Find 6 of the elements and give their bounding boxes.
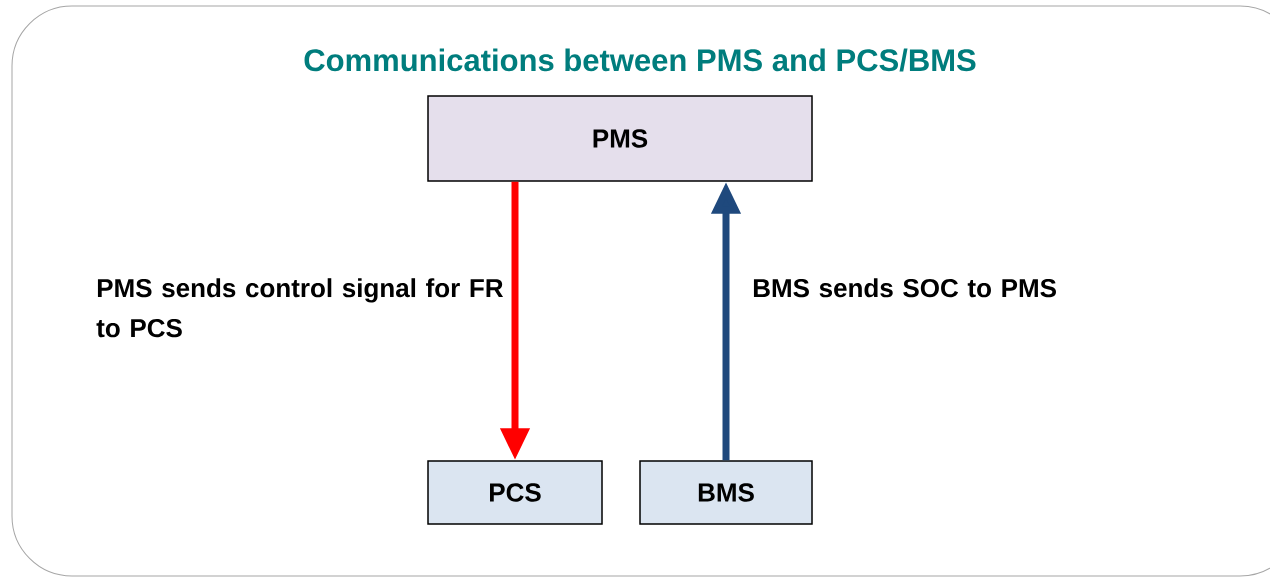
process-box: PMS	[427, 95, 813, 182]
process-box: BMS	[639, 460, 813, 525]
process-box: PCS	[427, 460, 603, 525]
title: Communications between PMS and PCS/BMS	[304, 48, 976, 72]
edge-label: BMS sends SOC to PMS	[753, 278, 1056, 298]
edge-label: PMS sends control signal for FR to PCS	[96, 278, 504, 338]
